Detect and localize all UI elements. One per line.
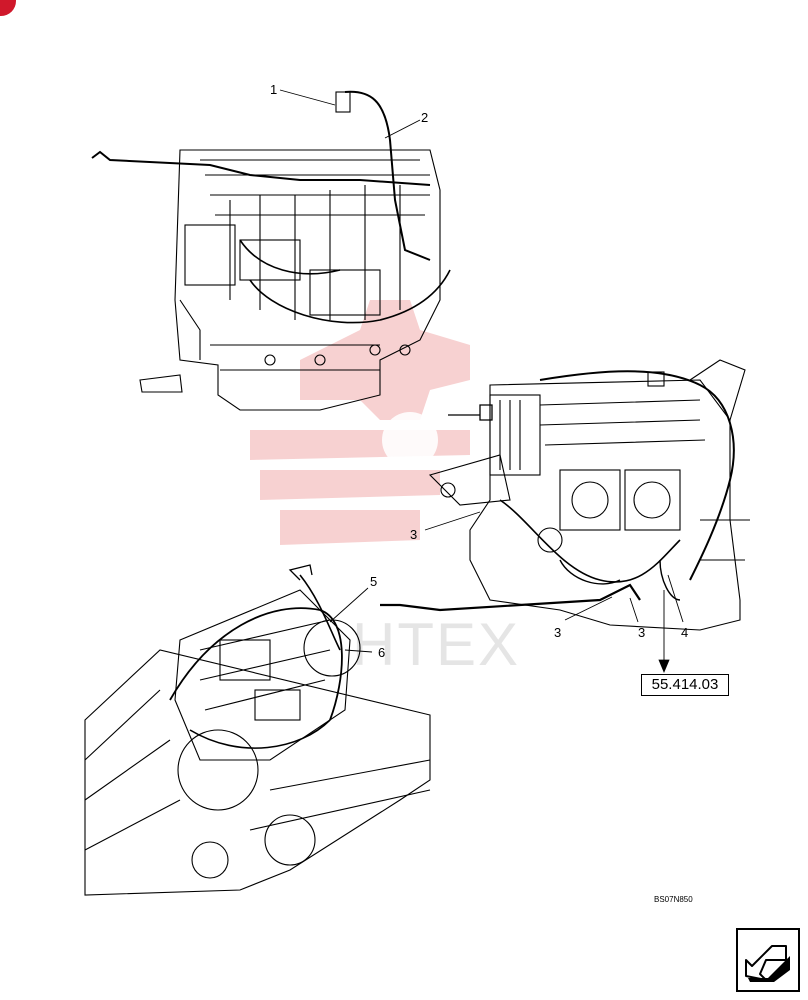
engine-view-top <box>91 89 451 411</box>
engine-view-right <box>380 359 750 674</box>
next-page-button[interactable] <box>736 928 800 992</box>
callout-3-left: 3 <box>410 527 418 542</box>
callout-2: 2 <box>421 110 429 125</box>
next-page-arrow-icon <box>745 945 790 982</box>
reference-link-box[interactable]: 55.414.03 <box>641 674 729 696</box>
callout-3-center: 3 <box>554 625 562 640</box>
watermark-text: HTEX <box>352 611 521 678</box>
callout-1: 1 <box>270 82 278 97</box>
engine-view-bottom <box>84 564 431 896</box>
callout-5: 5 <box>370 574 378 589</box>
callout-3-right: 3 <box>638 625 646 640</box>
callout-6: 6 <box>378 645 386 660</box>
figure-code: BS07N850 <box>654 895 693 904</box>
callout-4: 4 <box>681 625 689 640</box>
